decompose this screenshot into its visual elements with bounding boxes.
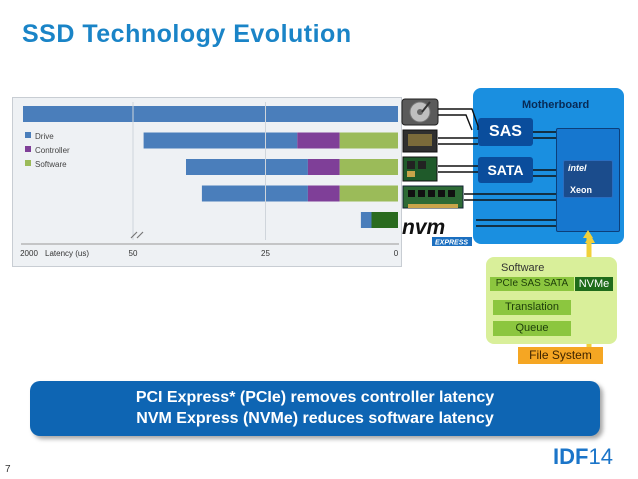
bar-pcie-ssd-controller [307,185,340,202]
idf-logo: IDF14 [553,444,613,470]
bar-sas-ssd-software [339,132,398,149]
software-stack-label: Software [501,262,545,274]
bar-sata-ssd-controller [307,159,340,175]
bar-sas-ssd-controller [297,132,340,149]
intel-xeon-chip-icon [563,160,613,198]
connector-lines [438,108,556,227]
logo-year: 14 [588,444,613,469]
summary-banner: PCI Express* (PCIe) removes controller l… [30,381,600,436]
slide-number: 7 [5,464,11,475]
logo-main: IDF [553,444,589,469]
translation-layer: Translation [493,300,571,315]
tick-label: 2000 [20,249,38,258]
sas-ssd-icon [402,129,438,153]
sas-port: SAS [478,118,533,146]
file-system-layer: File System [518,347,603,364]
sata-port: SATA [478,157,533,183]
banner-line-2: NVM Express (NVMe) reduces software late… [136,410,494,427]
latency-chart: DriveControllerSoftware20007550250Latenc… [12,97,402,267]
device-connections: nvm EXPRESS [401,98,593,351]
nvm-express-logo-icon: nvm EXPRESS [402,216,472,247]
bar-sata-ssd-software [339,159,398,175]
nvme-layer: NVMe [575,277,613,291]
nvm-logo-text: nvm [402,216,445,239]
banner-line-1: PCI Express* (PCIe) removes controller l… [135,389,495,406]
tick-label: 0 [394,249,399,258]
bar-nvme-ssd-software [371,212,398,228]
nvm-logo-sub: EXPRESS [435,240,468,247]
latency-chart-svg: DriveControllerSoftware20007550250Latenc… [20,102,399,258]
cpu-brand: intel [568,163,587,173]
slide-title: SSD Technology Evolution [22,20,352,48]
tick-label: 25 [261,249,270,258]
bar-sata-ssd-drive [186,159,308,175]
hdd-icon [401,98,439,126]
protocols-layer: PCIe SAS SATA [490,277,574,291]
legend-label-drive: Drive [35,132,54,141]
legend-swatch-controller [25,146,31,152]
legend-label-software: Software [35,160,67,169]
bar-pcie-ssd-drive [201,185,308,202]
legend-label-controller: Controller [35,146,70,155]
bar-pcie-ssd-software [339,185,398,202]
axis-break-icon [130,231,144,239]
bar-sas-ssd-drive [143,132,298,149]
tick-label: 50 [129,249,138,258]
motherboard-label: Motherboard [522,99,590,111]
queue-layer: Queue [493,321,571,336]
pcie-card-icon [402,185,464,209]
legend-swatch-drive [25,132,31,138]
x-axis-label: Latency (us) [45,249,89,258]
bar-nvme-ssd-drive [360,212,372,228]
legend-swatch-software [25,160,31,166]
sata-ssd-icon [402,156,438,182]
bar-hdd-drive [23,106,398,122]
cpu-name: Xeon [570,185,593,195]
